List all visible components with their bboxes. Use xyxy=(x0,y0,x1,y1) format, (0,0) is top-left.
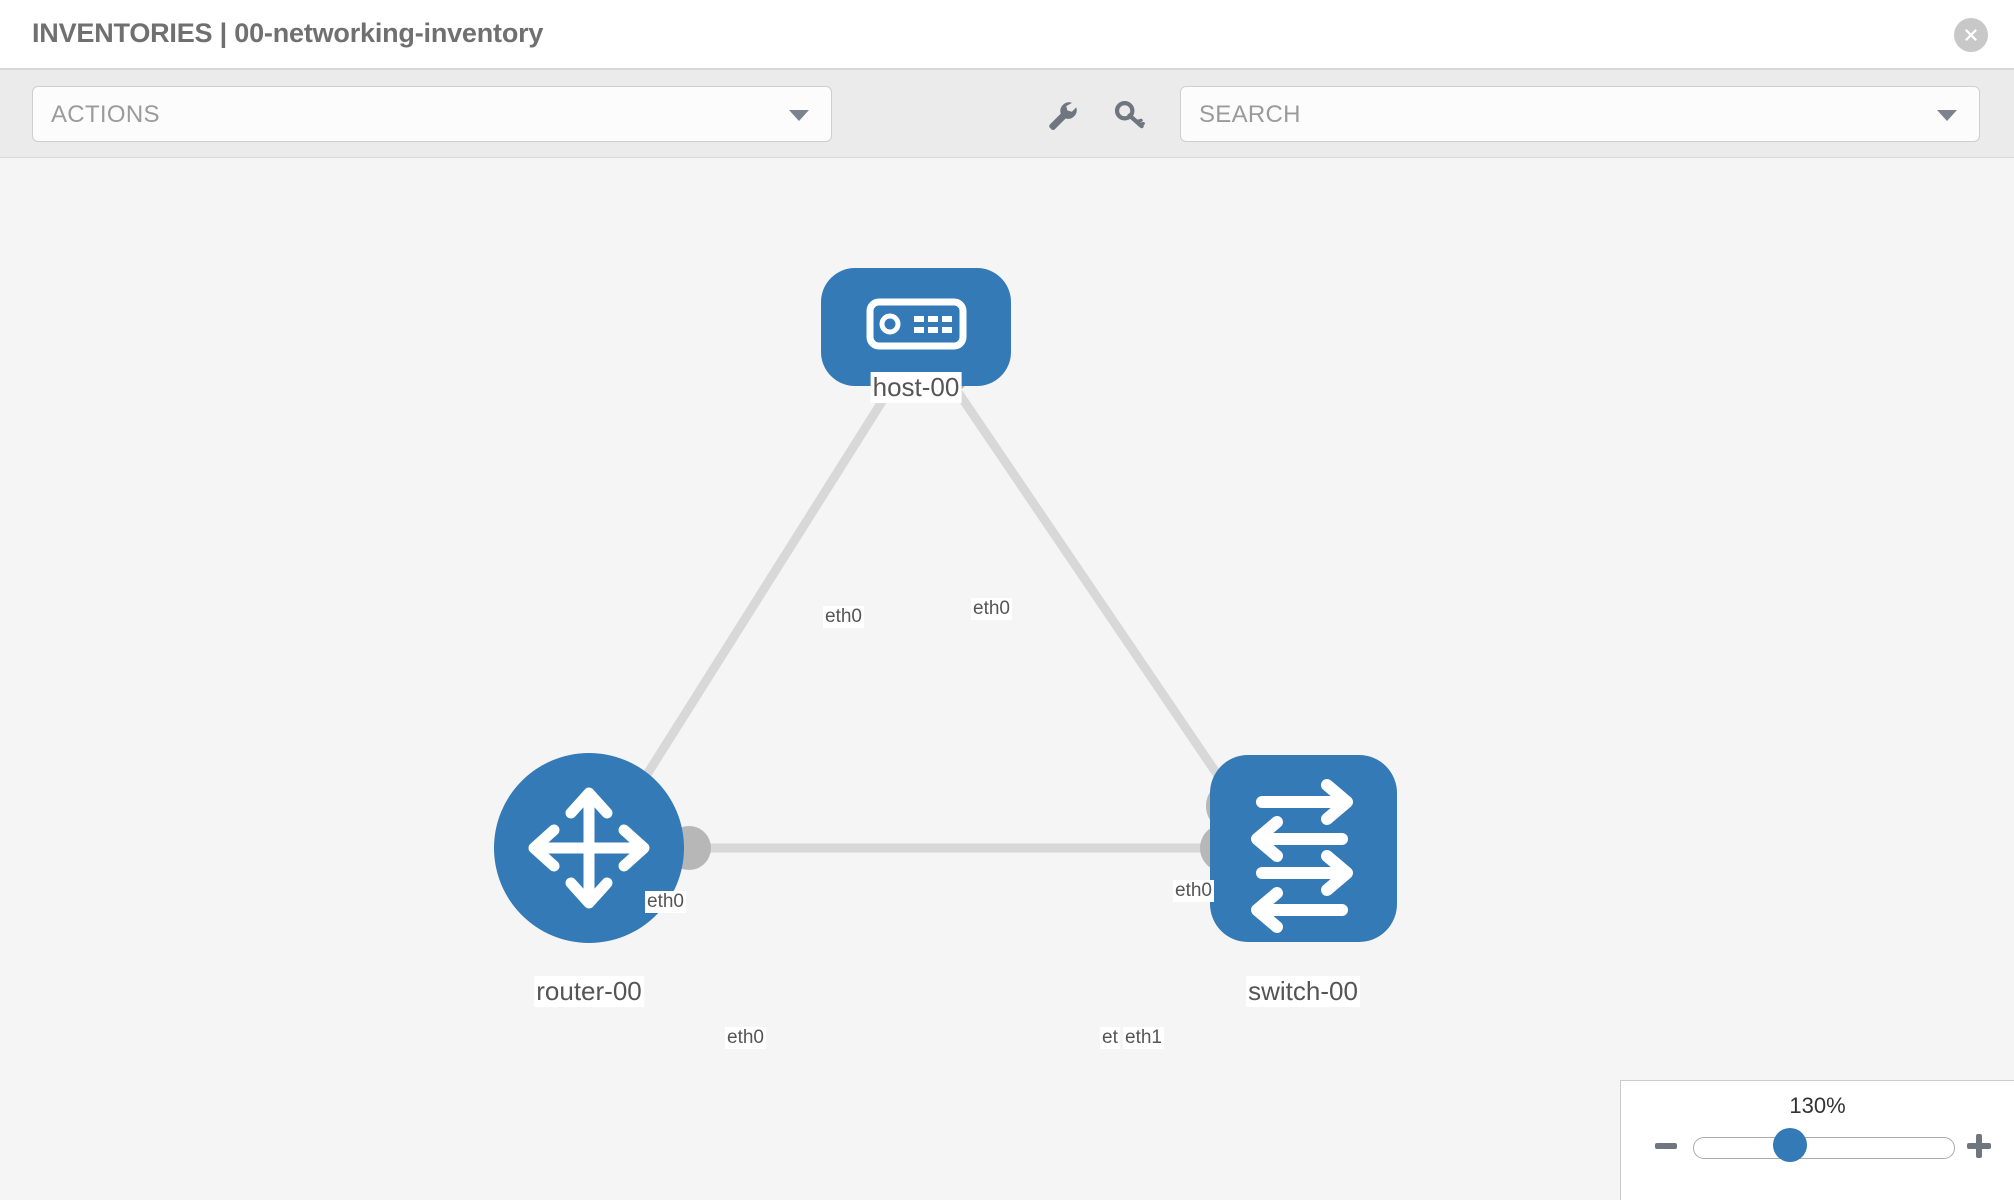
chevron-down-icon xyxy=(789,110,809,121)
page-header: INVENTORIES | 00-networking-inventory xyxy=(0,0,2014,70)
link-host-switch[interactable] xyxy=(941,370,1244,811)
minus-icon xyxy=(1655,1143,1677,1149)
zoom-level-value: 130% xyxy=(1789,1093,1846,1118)
node-switch-00[interactable] xyxy=(1210,755,1397,942)
interface-label: eth0 xyxy=(645,891,686,913)
topology-graph xyxy=(494,268,1397,943)
search-input[interactable]: SEARCH xyxy=(1180,86,1980,142)
node-label-host-00: host-00 xyxy=(870,372,962,403)
zoom-control-panel: 130% xyxy=(1620,1080,2014,1200)
interface-label: eth0 xyxy=(823,606,864,628)
interface-label: eth0 xyxy=(971,598,1012,620)
switch-arrows-icon xyxy=(1251,779,1353,933)
toolbar: ACTIONS SEARCH xyxy=(0,70,2014,158)
zoom-slider-track[interactable] xyxy=(1693,1137,1955,1159)
zoom-out-button[interactable] xyxy=(1649,1129,1683,1163)
plus-icon xyxy=(1967,1134,1991,1158)
close-button[interactable] xyxy=(1954,18,1988,52)
search-placeholder: SEARCH xyxy=(1199,101,1301,128)
interface-label: eth0 xyxy=(725,1027,766,1049)
server-icon xyxy=(866,298,967,350)
close-icon xyxy=(1965,29,1977,41)
key-icon xyxy=(1114,100,1145,129)
node-router-00[interactable] xyxy=(494,753,684,943)
page-title: INVENTORIES | 00-networking-inventory xyxy=(32,18,544,48)
node-host-00[interactable] xyxy=(821,268,1011,386)
topology-canvas[interactable]: host-00 router-00 switch-00 eth0 eth0 et… xyxy=(0,158,2014,1200)
interface-label: eth0 xyxy=(1173,880,1214,902)
node-label-switch-00: switch-00 xyxy=(1246,976,1360,1007)
key-button[interactable] xyxy=(1108,94,1152,136)
wrench-button[interactable] xyxy=(1040,94,1084,136)
actions-dropdown[interactable]: ACTIONS xyxy=(32,86,832,142)
zoom-in-button[interactable] xyxy=(1962,1129,1996,1163)
link-host-router[interactable] xyxy=(608,370,904,833)
chevron-down-icon xyxy=(1937,110,1957,121)
node-label-router-00: router-00 xyxy=(534,976,644,1007)
interface-label: eth1 xyxy=(1123,1027,1164,1049)
interface-label: et xyxy=(1100,1027,1120,1049)
actions-dropdown-label: ACTIONS xyxy=(51,101,160,128)
router-arrows-icon xyxy=(528,787,650,909)
zoom-slider-thumb[interactable] xyxy=(1773,1128,1807,1162)
wrench-icon xyxy=(1049,102,1077,131)
